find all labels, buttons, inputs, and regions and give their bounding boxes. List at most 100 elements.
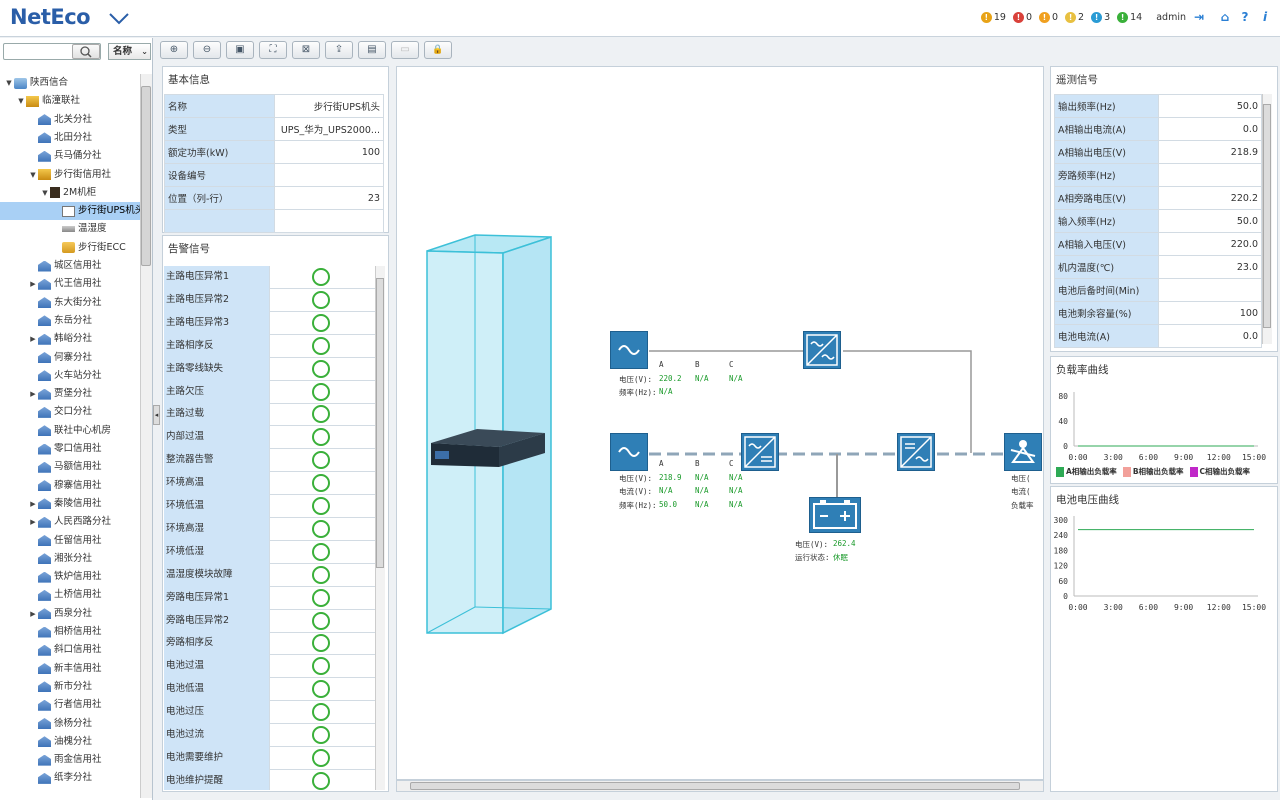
tree-item[interactable]: 土桥信用社 xyxy=(28,586,102,604)
main-voltage-c: N/A xyxy=(729,473,743,482)
search-button[interactable] xyxy=(72,44,100,59)
tree-item[interactable]: 联社中心机房 xyxy=(28,422,111,440)
battery-node[interactable] xyxy=(809,497,861,533)
tree-item[interactable]: 铁炉信用社 xyxy=(28,568,102,586)
tree-item[interactable]: ▶贾堡分社 xyxy=(28,385,92,403)
tree-item[interactable]: 斜口信用社 xyxy=(28,641,102,659)
inverter-node[interactable] xyxy=(897,433,935,471)
tree-item[interactable]: 东岳分社 xyxy=(28,312,92,330)
tree-item[interactable]: 徐杨分社 xyxy=(28,715,92,733)
tree-item[interactable]: 步行街UPS机头 xyxy=(52,202,140,220)
help-icon[interactable]: ? xyxy=(1241,10,1249,24)
info-icon[interactable]: i xyxy=(1262,10,1268,24)
tree-item[interactable]: ▼陕西信合 xyxy=(4,74,68,92)
topology-svg xyxy=(426,234,1007,635)
tree-item[interactable]: 城区信用社 xyxy=(28,257,102,275)
expand-arrow-icon[interactable]: ▼ xyxy=(30,170,36,179)
fullscreen-icon: ⛶ xyxy=(269,44,277,55)
tree-scroll-thumb[interactable] xyxy=(141,86,151,266)
chevron-down-icon[interactable] xyxy=(108,9,130,27)
telemetry-scroll-thumb[interactable] xyxy=(1263,104,1271,328)
expand-arrow-icon[interactable]: ▶ xyxy=(30,518,36,527)
toolbar-button[interactable]: ▤ xyxy=(358,41,386,59)
alarm-counter[interactable]: !14 xyxy=(1117,11,1142,23)
expand-arrow-icon[interactable]: ▶ xyxy=(30,390,36,399)
tree-item[interactable]: 雨金信用社 xyxy=(28,751,102,769)
kv-value: 220.2 xyxy=(1158,186,1262,210)
tree-item[interactable]: 零口信用社 xyxy=(28,440,102,458)
alarm-row: 环境低温 xyxy=(164,495,375,518)
toolbar-button[interactable]: ⊕ xyxy=(160,41,188,59)
cabinet-3d[interactable] xyxy=(426,234,552,635)
filter-select[interactable]: 名称⌄ xyxy=(108,43,151,60)
tree-item[interactable]: 穆寨信用社 xyxy=(28,477,102,495)
expand-arrow-icon[interactable]: ▶ xyxy=(30,280,36,289)
expand-arrow-icon[interactable]: ▶ xyxy=(30,499,36,508)
tree-item[interactable]: 马额信用社 xyxy=(28,458,102,476)
alarm-counter[interactable]: !19 xyxy=(980,11,1006,23)
output-load-node[interactable] xyxy=(1004,433,1042,471)
tree-item[interactable]: 东大街分社 xyxy=(28,294,102,312)
alarm-count: 19 xyxy=(993,11,1006,23)
toolbar-button[interactable]: ▣ xyxy=(226,41,254,59)
bypass-input-node[interactable] xyxy=(610,331,648,369)
tree-item[interactable]: 新市分社 xyxy=(28,678,92,696)
alarm-counter[interactable]: !0 xyxy=(1012,11,1032,23)
main-input-node[interactable] xyxy=(610,433,648,471)
alarm-counter[interactable]: !0 xyxy=(1038,11,1058,23)
alarm-counter[interactable]: !3 xyxy=(1091,11,1110,23)
tree-item[interactable]: ▶秦陵信用社 xyxy=(28,495,102,513)
expand-arrow-icon[interactable]: ▶ xyxy=(30,335,36,344)
main-freq-label: 频率(Hz): xyxy=(619,501,657,510)
rectifier-node[interactable] xyxy=(741,433,779,471)
tree-item[interactable]: ▼步行街信用社 xyxy=(28,166,111,184)
toolbar-button[interactable]: ⊖ xyxy=(193,41,221,59)
expand-arrow-icon[interactable]: ▼ xyxy=(6,79,12,87)
canvas-hscroll-thumb[interactable] xyxy=(410,782,1020,790)
tree-item[interactable]: ▶人民西路分社 xyxy=(28,513,111,531)
tree-item[interactable]: ▼2M机柜 xyxy=(40,184,96,202)
expand-arrow-icon[interactable]: ▶ xyxy=(30,609,36,618)
home-icon[interactable]: ⌂ xyxy=(1220,10,1230,24)
tree-item[interactable]: 交口分社 xyxy=(28,403,92,421)
tree-item[interactable]: 步行街ECC xyxy=(52,239,126,257)
tree-item[interactable]: 纸李分社 xyxy=(28,769,92,787)
expand-arrow-icon[interactable]: ▼ xyxy=(42,188,48,197)
legend-item[interactable]: A相输出负载率 xyxy=(1056,466,1117,477)
toolbar-button[interactable]: ⛶ xyxy=(259,41,287,59)
legend-item[interactable]: C相输出负载率 xyxy=(1189,466,1250,477)
toolbar-button[interactable]: ⊠ xyxy=(292,41,320,59)
tree-item[interactable]: 湘张分社 xyxy=(28,550,92,568)
output-current-label: 电流( xyxy=(1011,487,1031,496)
toolbar-button[interactable]: ⇪ xyxy=(325,41,353,59)
tree-item[interactable]: ▶韩峪分社 xyxy=(28,330,92,348)
tree-item[interactable]: 相桥信用社 xyxy=(28,623,102,641)
topology-canvas[interactable]: A B C 电压(V): 220.2 N/A N/A 频率(Hz): N/A A… xyxy=(396,66,1044,780)
tree-item[interactable]: 火车站分社 xyxy=(28,367,102,385)
bank-icon xyxy=(38,772,51,784)
tree-item[interactable]: 北关分社 xyxy=(28,111,92,129)
tree-item[interactable]: ▶西泉分社 xyxy=(28,605,92,623)
tree-item[interactable]: ▶代王信用社 xyxy=(28,275,102,293)
collapse-left-button[interactable]: ◂ xyxy=(153,405,160,425)
logout-icon[interactable]: ⇥ xyxy=(1193,10,1205,24)
alarm-scroll-thumb[interactable] xyxy=(376,278,384,568)
warning-alarm-icon: ! xyxy=(1065,11,1077,23)
tree-item[interactable]: ▼临潼联社 xyxy=(16,92,80,110)
toolbar-button[interactable]: 🔒 xyxy=(424,41,452,59)
tree-item[interactable]: 温湿度 xyxy=(52,220,107,238)
tree-item[interactable]: 油槐分社 xyxy=(28,733,92,751)
tree-item[interactable]: 新丰信用社 xyxy=(28,660,102,678)
bypass-switch-node[interactable] xyxy=(803,331,841,369)
alarm-name: 主路电压异常1 xyxy=(164,266,270,289)
legend-item[interactable]: B相输出负载率 xyxy=(1122,466,1184,477)
tree-item[interactable]: 行者信用社 xyxy=(28,696,102,714)
tree-item[interactable]: 任留信用社 xyxy=(28,532,102,550)
username[interactable]: admin xyxy=(1156,11,1186,23)
tree-item[interactable]: 兵马俑分社 xyxy=(28,147,102,165)
tree-item[interactable]: 何寨分社 xyxy=(28,349,92,367)
toolbar-button[interactable]: ▭ xyxy=(391,41,419,59)
tree-item[interactable]: 北田分社 xyxy=(28,129,92,147)
expand-arrow-icon[interactable]: ▼ xyxy=(18,97,24,106)
alarm-counter[interactable]: !2 xyxy=(1065,11,1084,23)
